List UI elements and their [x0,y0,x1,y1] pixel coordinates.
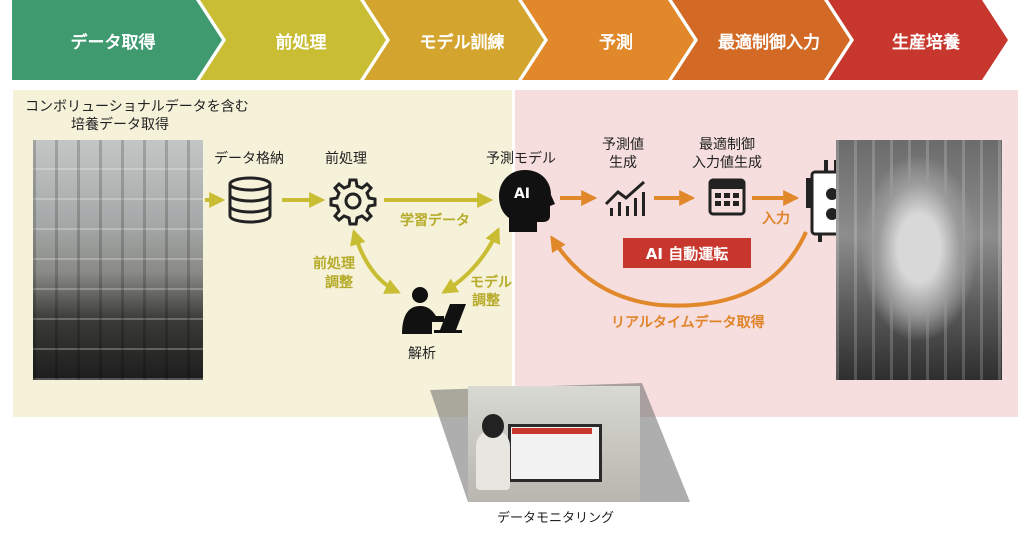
arrow-analysis-model [444,230,498,292]
arrow-preprocess-analysis [354,232,398,292]
arrow-realtime-feedback [552,232,806,306]
